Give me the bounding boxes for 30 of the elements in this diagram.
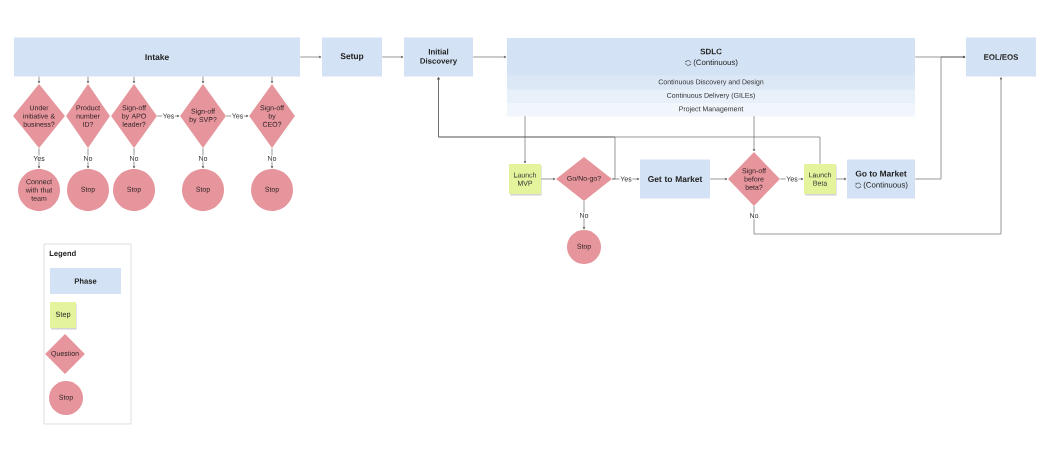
phase-title: SDLC xyxy=(700,48,722,55)
phase-title: Go to Market xyxy=(855,170,907,177)
phase-box: Intake xyxy=(14,37,300,77)
arrow xyxy=(201,147,205,169)
arrow xyxy=(201,76,205,84)
arrow xyxy=(540,177,556,181)
arrow xyxy=(37,76,41,84)
arrow xyxy=(709,177,728,181)
arrow xyxy=(381,55,404,59)
arrow xyxy=(132,76,136,84)
arrow xyxy=(270,76,274,84)
arrow xyxy=(132,147,136,169)
phase-box: Setup xyxy=(322,37,382,77)
arrow xyxy=(86,76,90,84)
arrow xyxy=(753,77,1003,235)
arrow xyxy=(523,115,527,164)
arrow xyxy=(270,147,274,169)
arrow xyxy=(779,177,804,181)
arrow xyxy=(37,147,41,169)
phase-box: Get to Market xyxy=(640,159,710,199)
arrow xyxy=(225,114,249,118)
arrow xyxy=(156,114,180,118)
arrow xyxy=(299,55,322,59)
arrow xyxy=(752,115,756,152)
arrow xyxy=(914,55,966,180)
arrow xyxy=(437,77,821,165)
arrow xyxy=(835,177,847,181)
arrow xyxy=(86,147,90,169)
arrow xyxy=(582,200,586,230)
arrow xyxy=(472,55,507,59)
